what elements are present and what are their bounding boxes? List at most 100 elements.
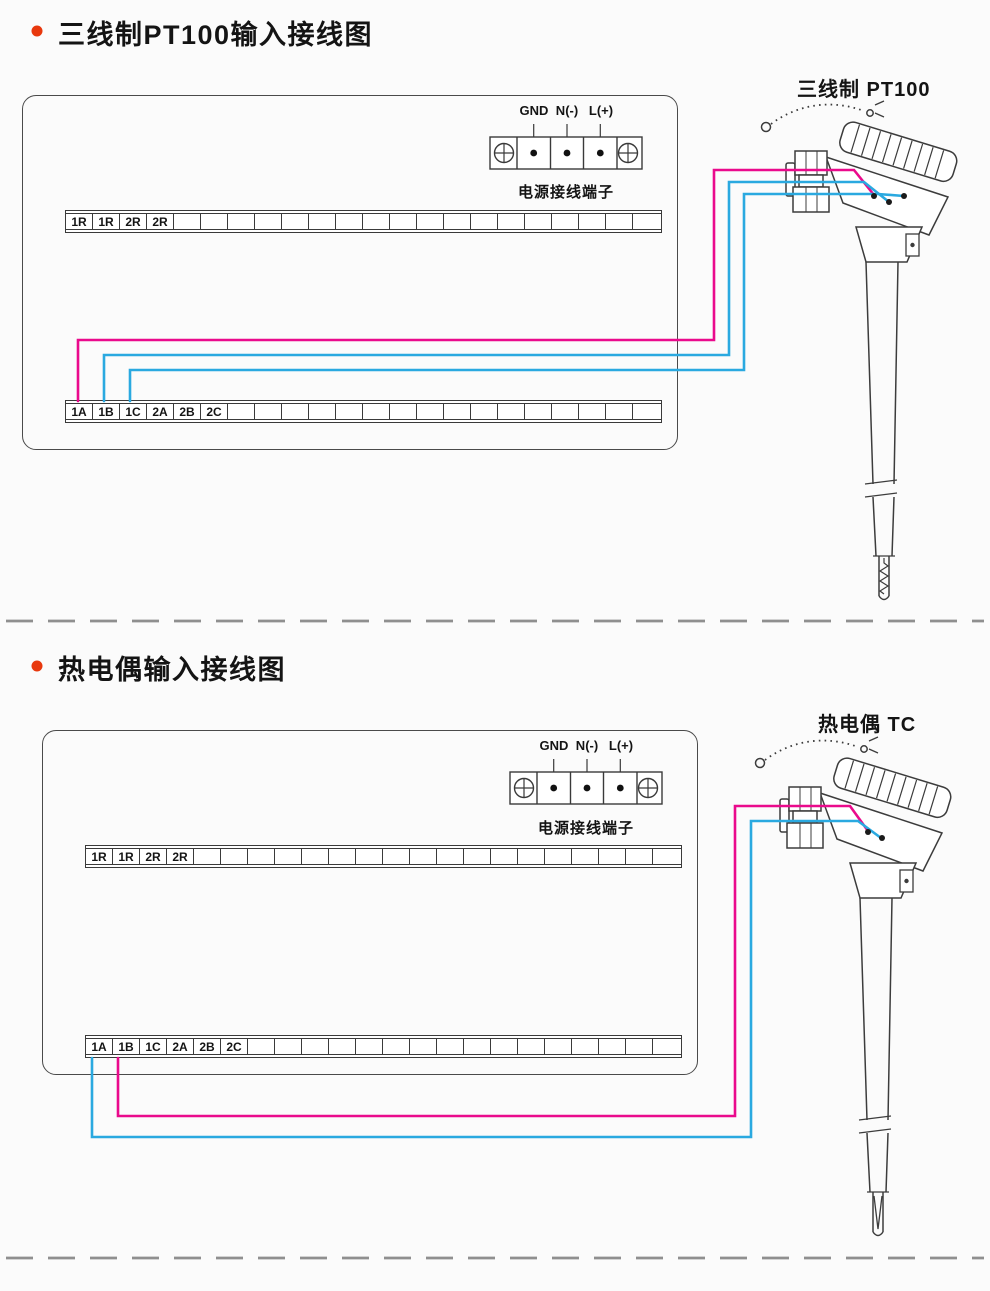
terminal-cell: 1B: [93, 404, 120, 419]
terminal-cell: [309, 214, 336, 229]
terminal-cell: [653, 849, 680, 864]
terminal-cell: 2R: [120, 214, 147, 229]
terminal-cell: [302, 849, 329, 864]
terminal-cell: [606, 404, 633, 419]
terminal-cell: 1A: [66, 404, 93, 419]
terminal-cell: [228, 214, 255, 229]
wire-connection-dot: [871, 193, 877, 199]
terminal-cell: [437, 1039, 464, 1054]
section2-power-caption: 电源接线端子: [537, 820, 635, 837]
terminal-cell: [248, 849, 275, 864]
section2-controller-box: [42, 730, 698, 1075]
terminal-cell: [336, 404, 363, 419]
terminal-cell: [275, 849, 302, 864]
pt100-element-icon: [878, 558, 890, 595]
terminal-cell: [336, 214, 363, 229]
terminal-cell: [606, 214, 633, 229]
terminal-cell: 1R: [86, 849, 113, 864]
terminal-cell: [579, 214, 606, 229]
terminal-cell: [201, 214, 228, 229]
terminal-cell: 1R: [113, 849, 140, 864]
terminal-cell: [417, 214, 444, 229]
terminal-cell: [626, 849, 653, 864]
terminal-cell: [255, 404, 282, 419]
terminal-cell: 2C: [201, 404, 228, 419]
terminal-cell: [518, 1039, 545, 1054]
terminal-cell: [491, 1039, 518, 1054]
section1-power-caption: 电源接线端子: [517, 184, 615, 201]
section1-gnd-label: GND: [519, 103, 549, 118]
terminal-cell: [228, 404, 255, 419]
wire-connection-dot: [901, 193, 907, 199]
bullet-icon: [31, 25, 43, 37]
terminal-cell: [653, 1039, 680, 1054]
section2-title: 热电偶输入接线图: [58, 655, 286, 685]
sensor-side-tag: [905, 233, 920, 257]
terminal-cell: [383, 1039, 410, 1054]
terminal-cell: [498, 214, 525, 229]
terminal-cell: [572, 849, 599, 864]
terminal-cell: [572, 1039, 599, 1054]
terminal-cell: [390, 404, 417, 419]
terminal-cell: 2R: [147, 214, 174, 229]
terminal-cell: [282, 404, 309, 419]
terminal-cell: [248, 1039, 275, 1054]
terminal-cell: [363, 404, 390, 419]
terminal-cell: 1C: [120, 404, 147, 419]
terminal-cell: [255, 214, 282, 229]
terminal-cell: [444, 404, 471, 419]
terminal-cell: [444, 214, 471, 229]
terminal-cell: 1R: [66, 214, 93, 229]
terminal-cell: [390, 214, 417, 229]
wire-connection-dot: [865, 829, 871, 835]
terminal-cell: [356, 1039, 383, 1054]
terminal-cell: [356, 849, 383, 864]
terminal-cell: [221, 849, 248, 864]
sensor-hex-fitting: [785, 150, 830, 213]
terminal-cell: [471, 404, 498, 419]
terminal-cell: [437, 849, 464, 864]
terminal-cell: [633, 214, 660, 229]
terminal-cell: [302, 1039, 329, 1054]
section1-neutral-label: N(-): [555, 103, 579, 118]
thermocouple-junction-icon: [873, 1195, 883, 1230]
chain-ring-icon: [760, 121, 772, 133]
terminal-cell: 2B: [194, 1039, 221, 1054]
terminal-cell: [599, 1039, 626, 1054]
section2-neutral-label: N(-): [575, 738, 599, 753]
terminal-cell: [545, 849, 572, 864]
sensor-neck: [855, 226, 924, 263]
terminal-cell: 1R: [93, 214, 120, 229]
terminal-cell: [471, 214, 498, 229]
terminal-cell: [518, 849, 545, 864]
terminal-cell: 2C: [221, 1039, 248, 1054]
sensor-head-body: [824, 155, 950, 236]
section1-live-label: L(+): [588, 103, 614, 118]
terminal-cell: [464, 1039, 491, 1054]
terminal-cell: [464, 849, 491, 864]
terminal-cell: [498, 404, 525, 419]
terminal-cell: [626, 1039, 653, 1054]
wire-connection-dot: [886, 199, 892, 205]
terminal-cell: [329, 849, 356, 864]
sensor-probe: [864, 261, 899, 601]
terminal-cell: 2R: [167, 849, 194, 864]
terminal-cell: [282, 214, 309, 229]
terminal-cell: 1B: [113, 1039, 140, 1054]
terminal-cell: [363, 214, 390, 229]
terminal-cell: 2R: [140, 849, 167, 864]
terminal-cell: [383, 849, 410, 864]
terminal-cell: [275, 1039, 302, 1054]
terminal-cell: [599, 849, 626, 864]
chain-dotted-line: [770, 103, 865, 125]
terminal-cell: [309, 404, 336, 419]
terminal-cell: 2B: [174, 404, 201, 419]
